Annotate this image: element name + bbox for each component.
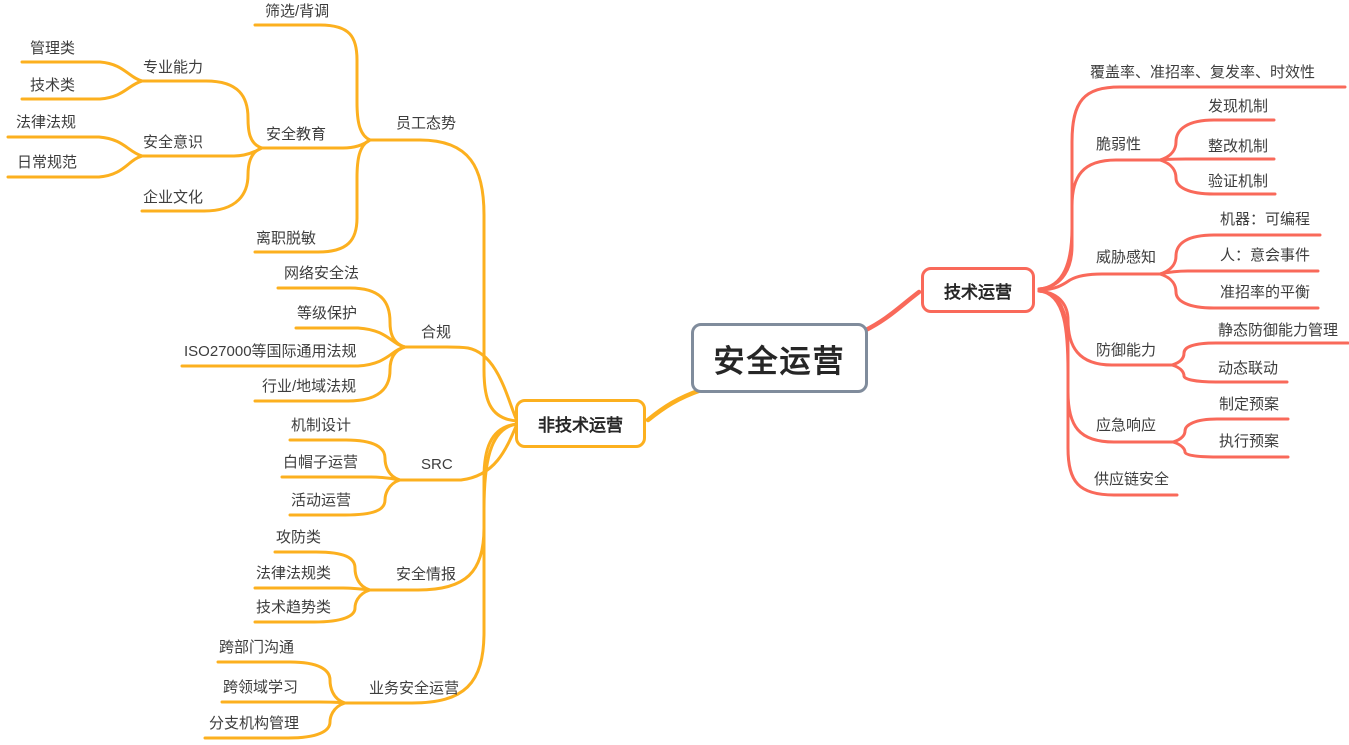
node-daily-norms[interactable]: 日常规范 <box>17 154 78 171</box>
node-execute-plan[interactable]: 执行预案 <box>1219 433 1280 450</box>
node-supply-chain-security[interactable]: 供应链安全 <box>1094 471 1170 488</box>
edge-verify-mechanism <box>1158 158 1277 196</box>
node-compliance[interactable]: 合规 <box>421 324 452 341</box>
node-industry-regional-regulations[interactable]: 行业/地域法规 <box>262 378 357 395</box>
edge-root-tech <box>861 289 922 334</box>
edge-industry-regulations <box>253 345 407 403</box>
edge-src <box>398 422 519 482</box>
edge-professional-ability <box>140 79 264 150</box>
node-cross-domain-learning[interactable]: 跨领域学习 <box>223 679 299 696</box>
node-precision-recall-balance[interactable]: 准招率的平衡 <box>1220 284 1311 301</box>
edge-tech-trend-type <box>253 588 372 624</box>
edge-attack-defense-type <box>273 550 372 592</box>
edge-supply-chain <box>1037 289 1179 497</box>
edge-compliance <box>403 345 519 423</box>
edge-threat-perception <box>1037 272 1162 292</box>
edge-defense-capability <box>1037 289 1174 367</box>
node-employee-posture[interactable]: 员工态势 <box>396 115 457 132</box>
node-screening-background-check[interactable]: 筛选/背调 <box>265 3 330 20</box>
edge-branch-management <box>203 701 347 740</box>
node-security-awareness[interactable]: 安全意识 <box>143 134 204 151</box>
node-professional-ability[interactable]: 专业能力 <box>143 59 204 76</box>
edge-employee-posture <box>368 138 519 423</box>
node-branch-management[interactable]: 分支机构管理 <box>209 715 300 732</box>
edge-vulnerability <box>1037 158 1162 291</box>
edge-precision-balance <box>1158 272 1320 310</box>
node-technical-type[interactable]: 技术类 <box>30 77 76 94</box>
edge-mechanism-design <box>288 438 402 482</box>
edge-offboarding <box>253 138 372 254</box>
edge-dynamic-linkage <box>1170 363 1289 384</box>
edge-cross-domain <box>220 700 347 705</box>
edge-rectify-mechanism <box>1158 157 1276 162</box>
node-security-education[interactable]: 安全教育 <box>266 126 327 143</box>
node-legal-type[interactable]: 法律法规类 <box>256 565 332 582</box>
edge-cybersecurity-law <box>276 286 407 349</box>
node-whitehat-operations[interactable]: 白帽子运营 <box>283 454 359 471</box>
edge-execute-plan <box>1171 440 1290 459</box>
node-technical-operations[interactable]: 技术运营 <box>921 267 1035 313</box>
edge-discovery-mechanism <box>1158 118 1276 162</box>
node-business-security-operations[interactable]: 业务安全运营 <box>369 680 460 697</box>
node-vulnerability[interactable]: 脆弱性 <box>1096 136 1142 153</box>
edge-classified-protection <box>294 326 407 349</box>
node-security-intelligence[interactable]: 安全情报 <box>396 566 457 583</box>
node-coverage-metrics[interactable]: 覆盖率、准招率、复发率、时效性 <box>1090 64 1316 81</box>
node-threat-perception[interactable]: 威胁感知 <box>1096 249 1157 266</box>
node-cross-department-communication[interactable]: 跨部门沟通 <box>219 639 295 656</box>
node-emergency-response[interactable]: 应急响应 <box>1096 417 1157 434</box>
node-attack-defense-type[interactable]: 攻防类 <box>276 529 322 546</box>
node-cybersecurity-law[interactable]: 网络安全法 <box>284 265 360 282</box>
node-rectify-mechanism[interactable]: 整改机制 <box>1208 138 1269 155</box>
edge-static-defense <box>1170 341 1349 367</box>
edge-human-event <box>1158 269 1320 276</box>
edge-business-security <box>343 422 519 705</box>
edge-screening <box>253 23 372 142</box>
edge-legal-type <box>253 586 372 592</box>
node-classified-protection[interactable]: 等级保护 <box>297 305 358 322</box>
node-corporate-culture[interactable]: 企业文化 <box>143 189 204 206</box>
node-verify-mechanism[interactable]: 验证机制 <box>1208 173 1269 190</box>
node-human-event[interactable]: 人：意会事件 <box>1220 247 1311 264</box>
edge-cross-department <box>216 660 347 705</box>
edge-activity-operations <box>288 478 402 517</box>
edge-machine-programmable <box>1158 233 1322 276</box>
node-iso27000[interactable]: ISO27000等国际通用法规 <box>184 343 357 360</box>
edge-make-plan <box>1171 417 1290 444</box>
node-tech-trend-type[interactable]: 技术趋势类 <box>256 599 332 616</box>
node-src[interactable]: SRC <box>421 456 453 473</box>
edge-whitehat-operations <box>280 475 402 482</box>
node-management-type[interactable]: 管理类 <box>30 40 76 57</box>
node-mechanism-design[interactable]: 机制设计 <box>291 417 352 434</box>
node-laws-regulations[interactable]: 法律法规 <box>16 114 77 131</box>
node-machine-programmable[interactable]: 机器：可编程 <box>1220 211 1311 228</box>
left-branch-lines <box>6 23 704 740</box>
node-make-plan[interactable]: 制定预案 <box>1219 396 1280 413</box>
edge-laws-regulations <box>6 135 144 158</box>
node-offboarding-desensitization[interactable]: 离职脱敏 <box>256 230 317 247</box>
edge-daily-norms <box>6 154 144 179</box>
edge-root-nontech <box>645 387 704 423</box>
node-non-technical-operations[interactable]: 非技术运营 <box>515 399 646 448</box>
edge-corporate-culture <box>140 146 264 213</box>
node-static-defense-mgmt[interactable]: 静态防御能力管理 <box>1218 322 1339 339</box>
edge-technical-type <box>20 79 144 101</box>
node-activity-operations[interactable]: 活动运营 <box>291 492 352 509</box>
node-security-operations[interactable]: 安全运营 <box>691 323 868 393</box>
edge-management-type <box>20 60 144 83</box>
node-defense-capability[interactable]: 防御能力 <box>1096 342 1157 359</box>
node-discovery-mechanism[interactable]: 发现机制 <box>1208 98 1269 115</box>
right-branch-lines <box>861 85 1349 497</box>
node-dynamic-linkage[interactable]: 动态联动 <box>1218 360 1279 377</box>
